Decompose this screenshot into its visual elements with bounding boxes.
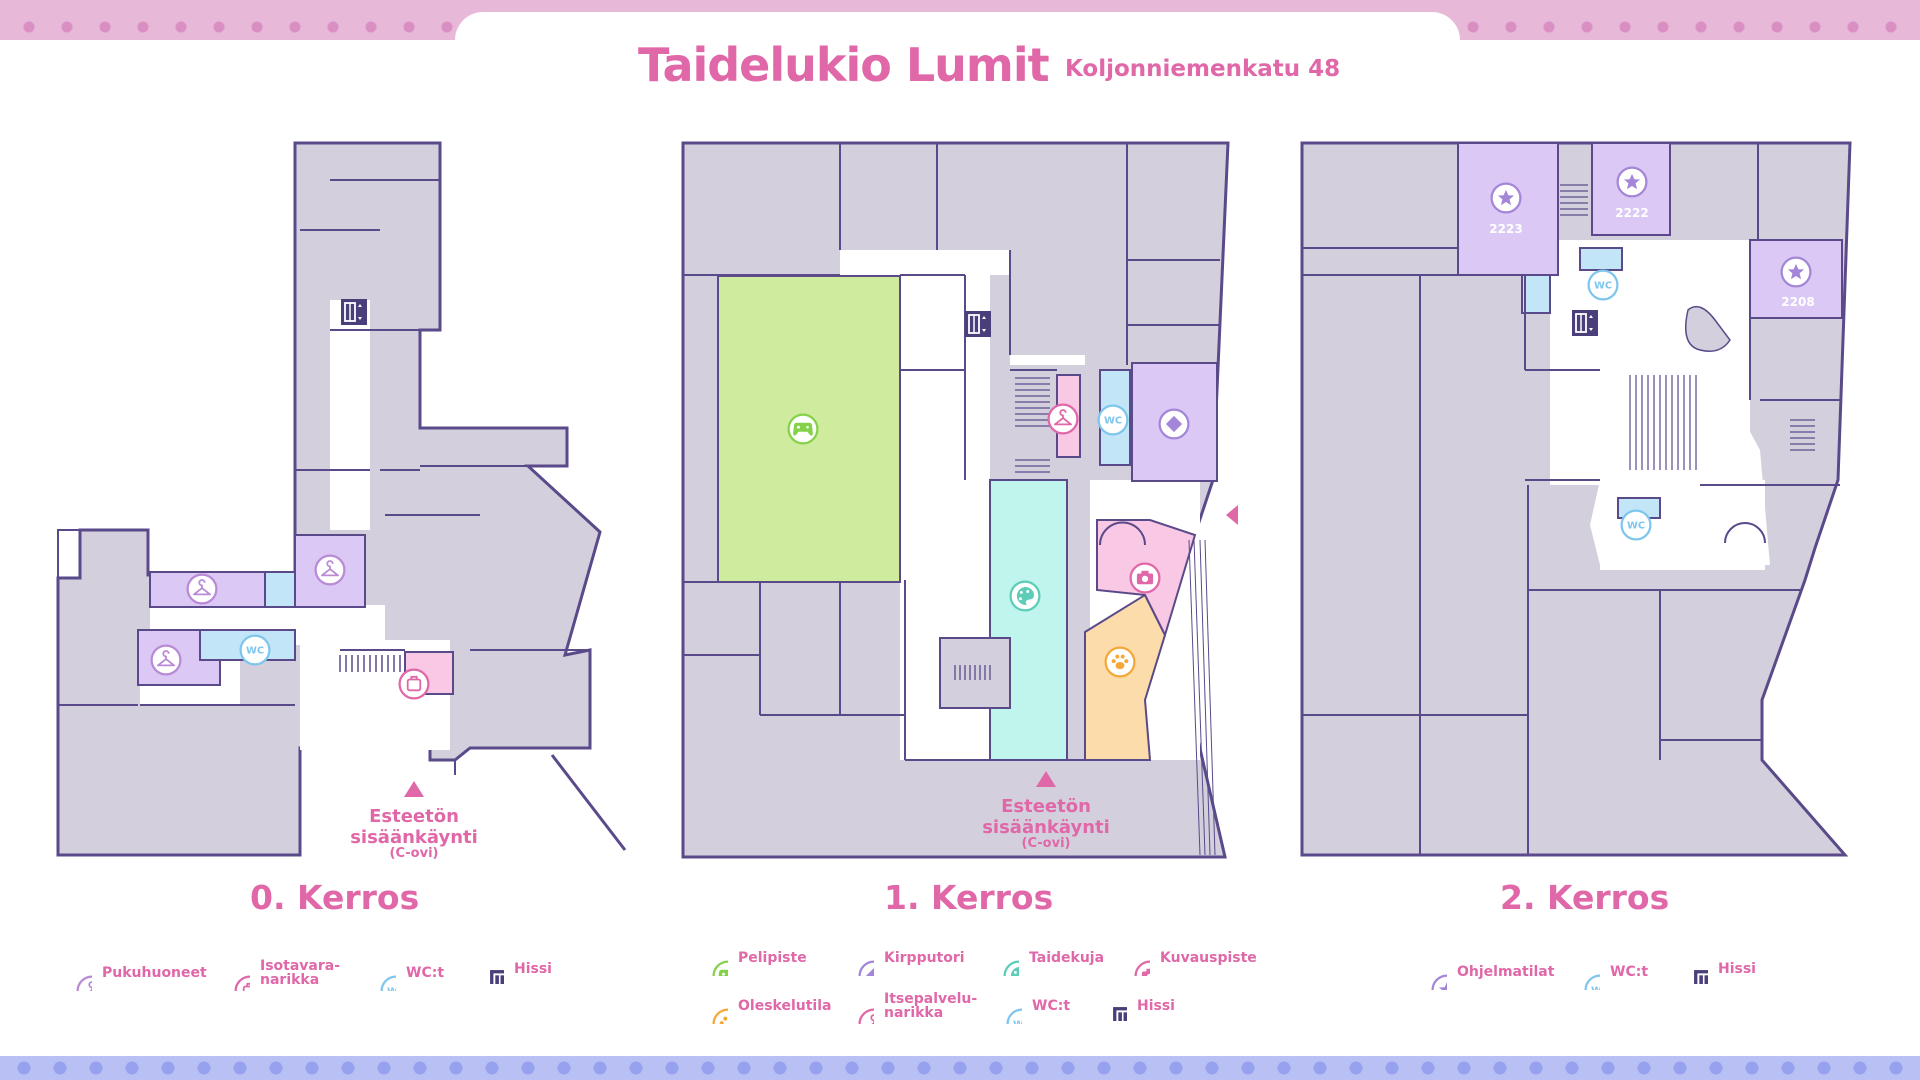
elevator-icon xyxy=(1097,991,1127,1021)
floor-0-plan: Esteetön sisäänkäynti (C-ovi) xyxy=(56,141,627,861)
entrance-1-subtitle: sisäänkäynti xyxy=(982,817,1110,838)
entrance-0-subtitle: sisäänkäynti xyxy=(350,827,478,848)
paw-icon xyxy=(1104,646,1136,678)
room-number-2222: 2222 xyxy=(1615,206,1648,220)
hanger-icon xyxy=(150,644,182,676)
elevator-icon xyxy=(1571,309,1599,337)
luggage-icon xyxy=(214,955,250,991)
entrance-0-door: (C-ovi) xyxy=(390,846,439,861)
bottom-decorative-band xyxy=(0,1056,1920,1080)
legend-label: WC:t xyxy=(406,965,445,981)
elevator-icon xyxy=(964,310,992,338)
legend-label: Isotavara- narikka xyxy=(260,958,341,988)
legend-label: WC:t xyxy=(1032,998,1071,1014)
paw-icon xyxy=(692,988,728,1024)
legend-label: Pelipiste xyxy=(738,950,807,966)
camera-icon xyxy=(1129,562,1161,594)
legend-item: WC:t xyxy=(360,955,444,991)
floor-1-plan: Esteetön sisäänkäynti (C-ovi) xyxy=(681,141,1238,859)
entrance-side-arrow-icon xyxy=(1226,505,1238,525)
address-label: Koljonniemenkatu 48 xyxy=(1065,56,1341,82)
star-icon xyxy=(1490,182,1522,214)
star-icon xyxy=(1780,256,1812,288)
legend-label: Ohjelmatilat xyxy=(1457,964,1555,980)
wc-icon xyxy=(1620,509,1652,541)
floor-2-label: 2. Kerros xyxy=(1500,878,1670,917)
legend-label: Hissi xyxy=(1718,961,1756,977)
gamepad-icon xyxy=(692,940,728,976)
legend-item: Itsepalvelu- narikka xyxy=(838,988,977,1024)
legend-label: WC:t xyxy=(1610,964,1649,980)
wc-icon xyxy=(1097,404,1129,436)
legend-label: Hissi xyxy=(514,961,552,977)
elevator-icon xyxy=(1678,954,1708,984)
legend-label: Taidekuja xyxy=(1029,950,1105,966)
wc-icon xyxy=(239,634,271,666)
legend-item: Pukuhuoneet xyxy=(56,955,207,991)
room-number-2208: 2208 xyxy=(1781,295,1814,309)
legend-item: Pelipiste xyxy=(692,940,807,976)
diamond-icon xyxy=(838,940,874,976)
floor-2-plan: 2223 2222 2208 xyxy=(1300,141,1852,857)
legend-label: Kirpputori xyxy=(884,950,965,966)
legend-item: Hissi xyxy=(474,954,552,984)
palette-icon xyxy=(983,940,1019,976)
legend-label: Hissi xyxy=(1137,998,1175,1014)
entrance-arrow-icon xyxy=(404,781,424,797)
legend-item: Kuvauspiste xyxy=(1114,940,1257,976)
elevator-icon xyxy=(340,298,368,326)
legend-label: Kuvauspiste xyxy=(1160,950,1257,966)
diamond-icon xyxy=(1158,408,1190,440)
title-tab xyxy=(455,12,1460,72)
wc-icon xyxy=(1564,954,1600,990)
legend-item: Hissi xyxy=(1097,991,1175,1021)
hanger-icon xyxy=(1047,403,1079,435)
palette-icon xyxy=(1009,580,1041,612)
floor-0-label: 0. Kerros xyxy=(250,878,420,917)
entrance-1-title: Esteetön xyxy=(1001,796,1091,817)
star-icon xyxy=(1616,166,1648,198)
luggage-icon xyxy=(398,668,430,700)
legend-item: WC:t xyxy=(986,988,1070,1024)
legend-label: Pukuhuoneet xyxy=(102,965,207,981)
legend-item: Hissi xyxy=(1678,954,1756,984)
legend-label: Oleskelutila xyxy=(738,998,832,1014)
legend-item: Taidekuja xyxy=(983,940,1104,976)
star-icon xyxy=(1411,954,1447,990)
hanger-icon xyxy=(314,554,346,586)
gamepad-icon xyxy=(787,413,819,445)
legend-item: Ohjelmatilat xyxy=(1411,954,1554,990)
hanger-icon xyxy=(186,573,218,605)
wc-icon xyxy=(986,988,1022,1024)
legend-item: WC:t xyxy=(1564,954,1648,990)
legend-item: Kirpputori xyxy=(838,940,965,976)
camera-icon xyxy=(1114,940,1150,976)
room-number-2223: 2223 xyxy=(1489,222,1522,236)
page-title: Taidelukio Lumit xyxy=(638,38,1050,92)
entrance-arrow-icon xyxy=(1036,771,1056,787)
elevator-icon xyxy=(474,954,504,984)
legend-item: Isotavara- narikka xyxy=(214,955,340,991)
wc-icon xyxy=(360,955,396,991)
hanger-icon xyxy=(838,988,874,1024)
floor-1-label: 1. Kerros xyxy=(884,878,1054,917)
wc-icon xyxy=(1587,269,1619,301)
entrance-0-title: Esteetön xyxy=(369,806,459,827)
legend-item: Oleskelutila xyxy=(692,988,831,1024)
entrance-1-door: (C-ovi) xyxy=(1022,836,1071,851)
legend-label: Itsepalvelu- narikka xyxy=(884,991,978,1021)
hanger-icon xyxy=(56,955,92,991)
